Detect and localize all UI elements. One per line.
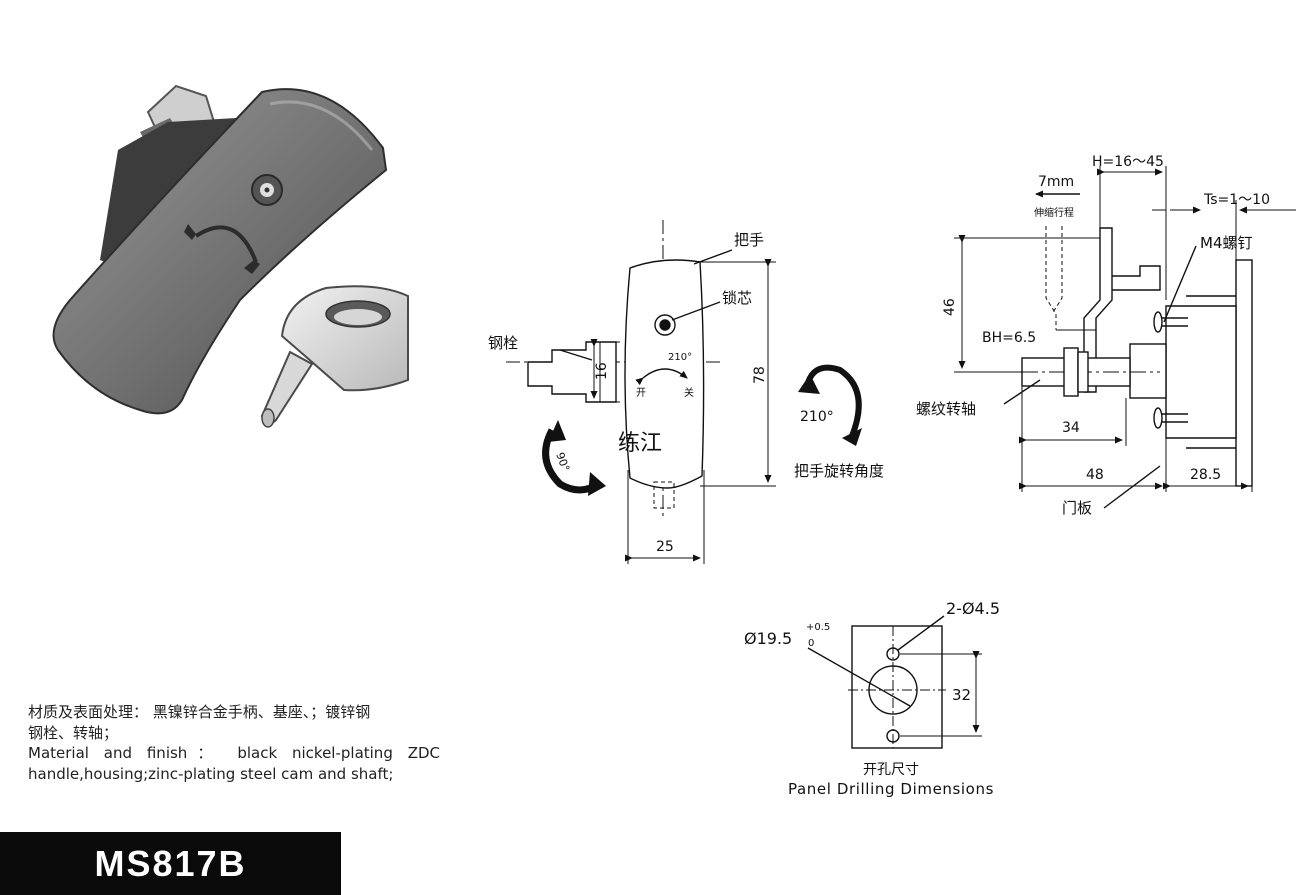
tol-upper-label: +0.5: [806, 622, 830, 633]
rotation-angle-label: 210°: [800, 409, 834, 425]
front-view-drawing: [506, 220, 776, 564]
handle-label: 把手: [734, 231, 764, 249]
rotation-90-arrow: [542, 420, 606, 496]
rotation-arc-emboss: [184, 224, 260, 274]
dim-bolt: 16: [594, 362, 610, 380]
handle-rotation-label: 把手旋转角度: [794, 462, 884, 480]
rotation-210-arrow: [798, 364, 862, 446]
main-dia-label: Ø19.5: [744, 629, 792, 648]
desc-en-line2: handle,housing;zinc-plating steel cam an…: [28, 764, 394, 783]
hole-count-label: 2-Ø4.5: [946, 599, 1000, 618]
dim-32: 32: [952, 686, 971, 704]
ts-range-label: Ts=1～10: [1203, 192, 1270, 208]
watermark: 练江: [618, 431, 662, 456]
stroke-cn-label: 伸缩行程: [1034, 206, 1074, 219]
handle-body: [52, 88, 388, 415]
tol-lower-label: 0: [808, 638, 814, 649]
model-number: MS817B: [94, 843, 247, 884]
key-icon: [260, 285, 409, 428]
desc-en-line1: Material and finish： black nickel-platin…: [28, 744, 440, 762]
side-view-drawing: [954, 166, 1296, 509]
dim-width: 25: [656, 539, 674, 555]
model-banner: MS817B: [0, 832, 341, 895]
material-description: 材质及表面处理： 黑镍锌合金手柄、基座、；镀锌钢 钢栓、转轴； Material…: [28, 702, 440, 784]
dim-46: 46: [942, 298, 958, 316]
door-panel-label: 门板: [1062, 499, 1092, 517]
rotate-90-label: 90°: [553, 451, 572, 474]
product-photo: [52, 84, 409, 428]
stroke-label: 7mm: [1038, 174, 1074, 190]
h-range-label: H=16～45: [1092, 154, 1164, 170]
bh-label: BH=6.5: [982, 330, 1036, 346]
dim-48: 48: [1086, 467, 1104, 483]
drilling-title-en: Panel Drilling Dimensions: [788, 780, 994, 798]
angle-inner-label: 210°: [668, 352, 692, 363]
open-char: 开: [636, 388, 646, 399]
desc-cn-line1: 材质及表面处理： 黑镍锌合金手柄、基座、；镀锌钢: [28, 703, 371, 721]
lock-core-icon: [251, 174, 283, 206]
bolt-label: 钢栓: [488, 334, 518, 352]
m4-screw-label: M4螺钉: [1200, 234, 1253, 252]
drilling-title-cn: 开孔尺寸: [863, 762, 919, 778]
threaded-shaft-label: 螺纹转轴: [916, 400, 976, 418]
dim-28-5: 28.5: [1190, 467, 1221, 483]
dim-height: 78: [752, 366, 768, 384]
lock-core-label: 锁芯: [722, 289, 752, 307]
desc-cn-line2: 钢栓、转轴；: [28, 723, 119, 742]
close-char: 关: [684, 386, 694, 399]
dim-34: 34: [1062, 420, 1080, 436]
drilling-diagram: [807, 615, 982, 749]
